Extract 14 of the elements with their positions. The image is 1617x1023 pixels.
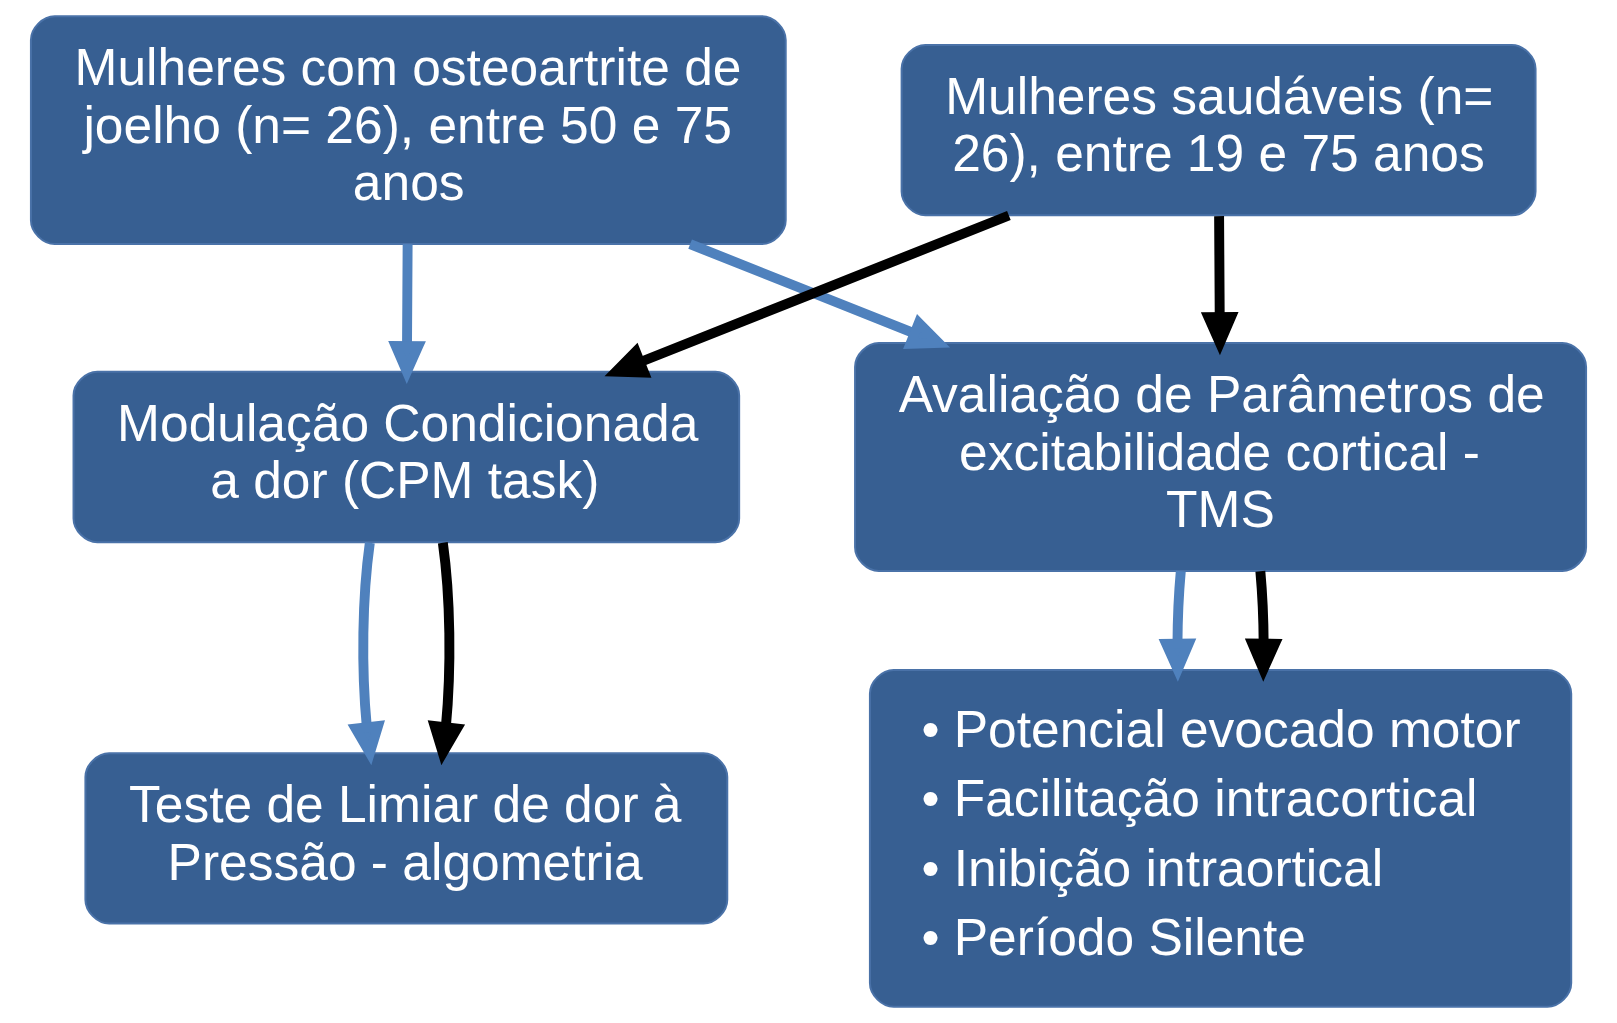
node-box: Modulação Condicionada a dor (CPM task) (72, 370, 741, 544)
arrow (427, 542, 466, 766)
arrow (604, 210, 1011, 378)
node-box: Avaliação de Parâmetros de excitabilidade cortical - TMS (854, 342, 1588, 572)
arrow (388, 244, 426, 385)
arrow (1244, 570, 1283, 682)
node-box: Mulheres com osteoartrite de joelho (n= 26), entre 50 e 75 anos (29, 15, 787, 246)
node-box: Teste de Limiar de dor à Pressão - algometria (84, 752, 729, 925)
arrow (1158, 570, 1197, 682)
node-box: • Potencial evocado motor • Facilitação intracortical • Inibição intraortical • Período Silente (868, 669, 1573, 1008)
node-box: Mulheres saudáveis (n= 26), entre 19 e 75 anos (900, 43, 1537, 217)
arrow (688, 239, 951, 350)
arrow (347, 542, 385, 766)
arrow (1200, 216, 1239, 356)
